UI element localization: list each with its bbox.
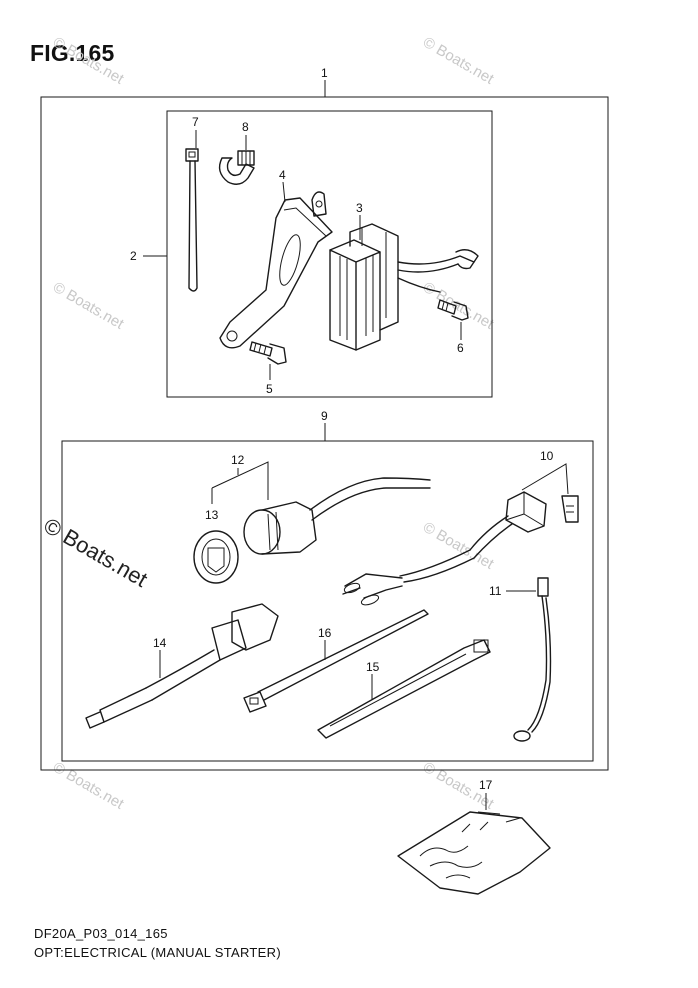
callout-12: 12 — [231, 453, 245, 467]
callout-2: 2 — [130, 249, 137, 263]
watermark-text: © Boats.net — [50, 759, 127, 813]
cable-tie-icon — [185, 148, 199, 292]
cable-tie-icon — [317, 639, 491, 739]
cable-tie-icon — [243, 609, 429, 713]
watermark-text: © Boats.net — [420, 34, 497, 88]
watermark-text: © Boats.net — [420, 279, 497, 333]
callout-6: 6 — [457, 341, 464, 355]
callout-leader-4 — [282, 181, 286, 203]
callout-1: 1 — [321, 66, 328, 80]
callout-leader-10 — [521, 463, 569, 495]
callout-17: 17 — [479, 778, 493, 792]
watermark-text: © Boats.net — [50, 34, 127, 88]
callout-13: 13 — [205, 508, 219, 522]
cord-icon — [513, 577, 552, 742]
rectifier-set-frame — [166, 110, 493, 398]
callout-9: 9 — [321, 409, 328, 423]
cord-icon — [342, 573, 403, 606]
coupler-icon — [85, 603, 279, 729]
bolt-icon — [437, 299, 469, 321]
bracket-icon — [219, 191, 333, 349]
callout-5: 5 — [266, 382, 273, 396]
rectifier-icon — [329, 223, 479, 351]
diagram-title: OPT:ELECTRICAL (MANUAL STARTER) — [34, 945, 281, 960]
callout-16: 16 — [318, 626, 332, 640]
callout-11: 11 — [489, 584, 502, 598]
callout-10: 10 — [540, 449, 554, 463]
watermark-main: © Boats.net — [40, 513, 152, 592]
parts-bag-icon — [397, 811, 551, 895]
callout-leader-12b — [211, 461, 269, 500]
callout-7: 7 — [192, 115, 199, 129]
diagram-code: DF20A_P03_014_165 — [34, 926, 168, 941]
harness-set-frame — [61, 440, 594, 762]
bolt-icon — [249, 341, 287, 365]
callout-3: 3 — [356, 201, 363, 215]
fuse-icon — [399, 491, 579, 583]
watermark-group: © Boats.net © Boats.net © Boats.net © Bo… — [40, 34, 498, 813]
wire-clamp-icon — [218, 150, 255, 185]
callout-4: 4 — [279, 168, 286, 182]
watermark-text: © Boats.net — [50, 279, 127, 333]
callout-15: 15 — [366, 660, 380, 674]
figure-label: FIG.165 — [30, 40, 115, 66]
coupler-icon — [193, 477, 431, 584]
callout-8: 8 — [242, 120, 249, 134]
callout-14: 14 — [153, 636, 167, 650]
